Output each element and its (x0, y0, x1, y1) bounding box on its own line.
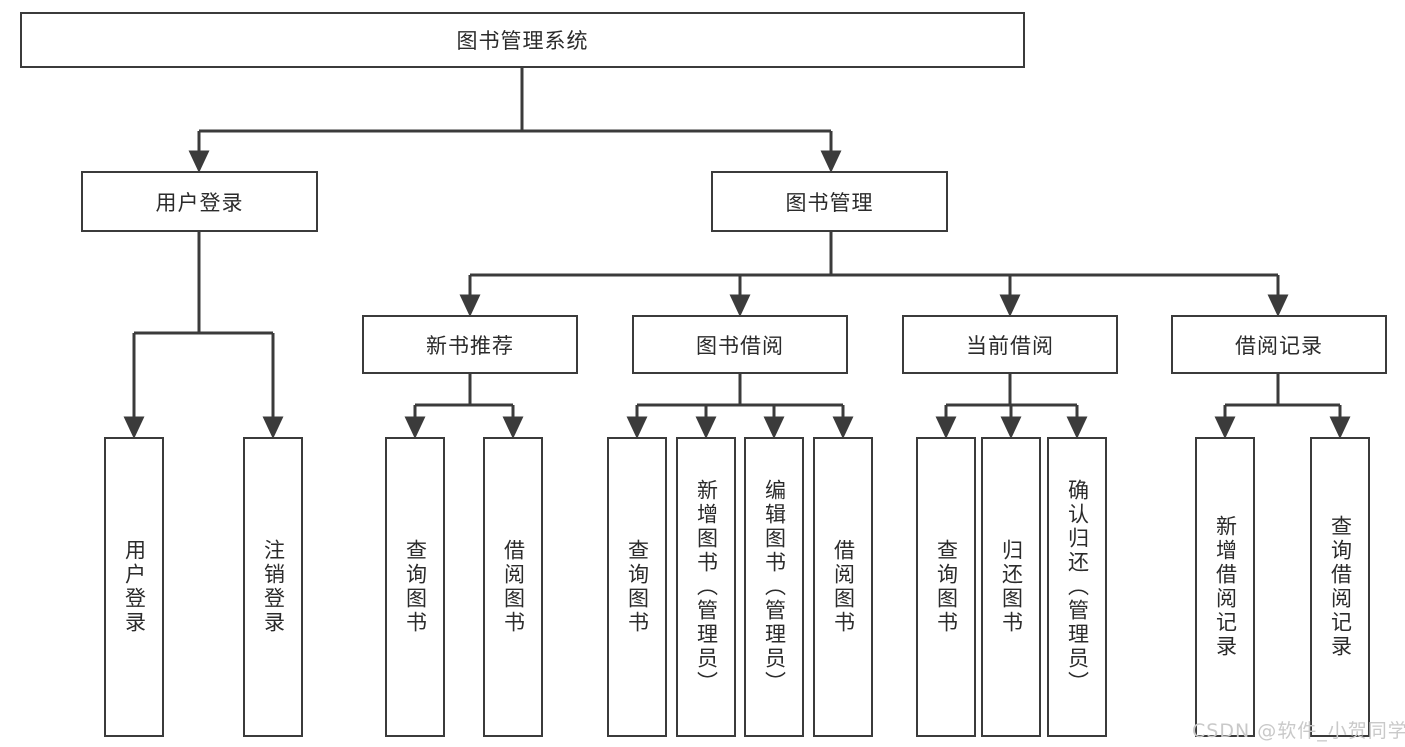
node-root-label: 图书管理系统 (456, 29, 589, 53)
leaf-records-add-record-label: 新增借阅记录 (1213, 515, 1238, 659)
leaf-current-query-book[interactable]: 查询图书 (916, 437, 976, 737)
leaf-recommend-borrow-book[interactable]: 借阅图书 (483, 437, 543, 737)
leaf-current-query-book-label: 查询图书 (934, 539, 959, 635)
leaf-records-query-record-label: 查询借阅记录 (1328, 515, 1353, 659)
node-root[interactable]: 图书管理系统 (20, 12, 1025, 68)
leaf-borrow-add-book-admin-label: 新增图书（管理员） (694, 479, 719, 695)
node-current-borrow[interactable]: 当前借阅 (902, 315, 1118, 374)
leaf-logout[interactable]: 注销登录 (243, 437, 303, 737)
leaf-borrow-edit-book-admin-label: 编辑图书（管理员） (762, 479, 787, 695)
node-book-management-label: 图书管理 (785, 190, 874, 215)
leaf-user-login-label: 用户登录 (122, 539, 147, 635)
node-user-login[interactable]: 用户登录 (81, 171, 318, 232)
leaf-current-confirm-return-admin-label: 确认归还（管理员） (1065, 479, 1090, 695)
node-book-borrow[interactable]: 图书借阅 (632, 315, 848, 374)
leaf-recommend-borrow-book-label: 借阅图书 (501, 539, 526, 635)
leaf-borrow-query-book-label: 查询图书 (625, 539, 650, 635)
leaf-borrow-query-book[interactable]: 查询图书 (607, 437, 667, 737)
node-book-borrow-label: 图书借阅 (696, 333, 784, 358)
leaf-user-login[interactable]: 用户登录 (104, 437, 164, 737)
leaf-borrow-edit-book-admin[interactable]: 编辑图书（管理员） (744, 437, 804, 737)
leaf-current-return-book-label: 归还图书 (999, 539, 1024, 635)
leaf-current-confirm-return-admin[interactable]: 确认归还（管理员） (1047, 437, 1107, 737)
leaf-borrow-borrow-book[interactable]: 借阅图书 (813, 437, 873, 737)
node-new-book-recommend-label: 新书推荐 (426, 333, 514, 358)
leaf-borrow-add-book-admin[interactable]: 新增图书（管理员） (676, 437, 736, 737)
leaf-borrow-borrow-book-label: 借阅图书 (831, 539, 856, 635)
leaf-current-return-book[interactable]: 归还图书 (981, 437, 1041, 737)
node-book-management[interactable]: 图书管理 (711, 171, 948, 232)
leaf-logout-label: 注销登录 (261, 539, 286, 635)
leaf-recommend-query-book-label: 查询图书 (403, 539, 428, 635)
node-new-book-recommend[interactable]: 新书推荐 (362, 315, 578, 374)
node-user-login-label: 用户登录 (155, 190, 244, 215)
leaf-recommend-query-book[interactable]: 查询图书 (385, 437, 445, 737)
leaf-records-query-record[interactable]: 查询借阅记录 (1310, 437, 1370, 737)
node-current-borrow-label: 当前借阅 (966, 333, 1054, 358)
csdn-watermark: CSDN @软件_小贺同学 (1192, 720, 1405, 742)
leaf-records-add-record[interactable]: 新增借阅记录 (1195, 437, 1255, 737)
node-borrow-records[interactable]: 借阅记录 (1171, 315, 1387, 374)
node-borrow-records-label: 借阅记录 (1235, 333, 1323, 358)
